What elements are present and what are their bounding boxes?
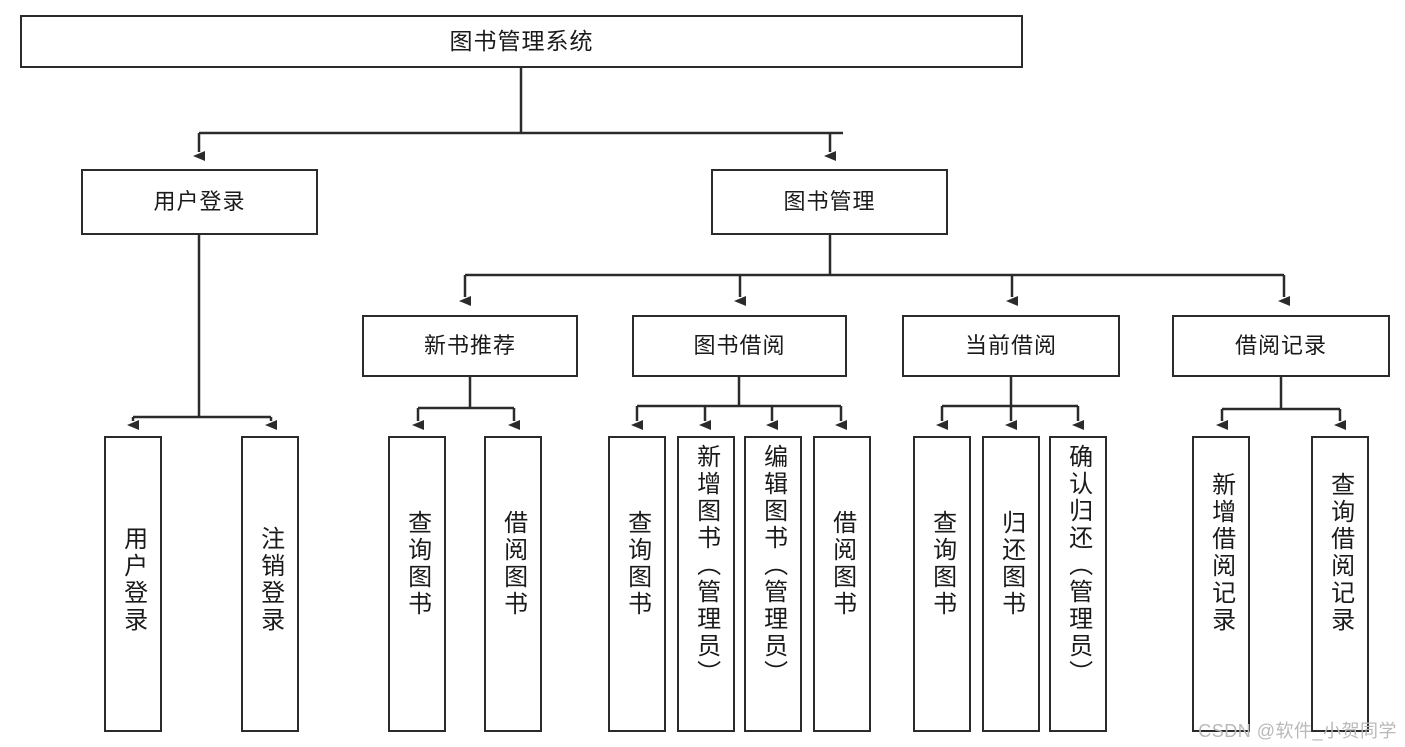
node-root[interactable]: 图书管理系统	[20, 15, 1023, 68]
node-leaf-borrow-book-2[interactable]: 借阅图书	[813, 436, 871, 732]
node-new-book-rec[interactable]: 新书推荐	[362, 315, 578, 377]
node-book-borrow[interactable]: 图书借阅	[632, 315, 847, 377]
node-leaf-logout-label: 注销登录	[256, 526, 284, 634]
node-leaf-add-book[interactable]: 新增图书（管理员）	[677, 436, 735, 732]
node-leaf-query-book-3[interactable]: 查询图书	[913, 436, 971, 732]
node-leaf-query-record[interactable]: 查询借阅记录	[1311, 436, 1369, 732]
node-leaf-edit-book-label: 编辑图书（管理员）	[759, 444, 787, 687]
node-leaf-return-book-label: 归还图书	[997, 510, 1025, 618]
node-leaf-logout[interactable]: 注销登录	[241, 436, 299, 732]
node-leaf-query-book-2[interactable]: 查询图书	[608, 436, 666, 732]
node-leaf-borrow-book-2-label: 借阅图书	[828, 510, 856, 618]
node-leaf-borrow-book-1[interactable]: 借阅图书	[484, 436, 542, 732]
node-user-login[interactable]: 用户登录	[81, 169, 318, 235]
node-leaf-query-book-1[interactable]: 查询图书	[388, 436, 446, 732]
node-current-borrow-label: 当前借阅	[964, 333, 1057, 359]
node-new-book-rec-label: 新书推荐	[423, 333, 516, 359]
node-leaf-return-book[interactable]: 归还图书	[982, 436, 1040, 732]
node-leaf-confirm-return-label: 确认归还（管理员）	[1064, 444, 1092, 687]
node-leaf-query-record-label: 查询借阅记录	[1326, 472, 1354, 634]
node-root-label: 图书管理系统	[449, 27, 594, 54]
node-leaf-user-login-label: 用户登录	[119, 526, 147, 634]
node-borrow-record-label: 借阅记录	[1234, 333, 1327, 359]
node-book-manage-label: 图书管理	[783, 189, 876, 215]
node-leaf-query-book-3-label: 查询图书	[928, 510, 956, 618]
node-book-manage[interactable]: 图书管理	[711, 169, 948, 235]
node-leaf-confirm-return[interactable]: 确认归还（管理员）	[1049, 436, 1107, 732]
node-leaf-query-book-2-label: 查询图书	[623, 510, 651, 618]
node-leaf-add-book-label: 新增图书（管理员）	[692, 444, 720, 687]
node-leaf-user-login[interactable]: 用户登录	[104, 436, 162, 732]
node-leaf-edit-book[interactable]: 编辑图书（管理员）	[744, 436, 802, 732]
watermark-text: CSDN @软件_小贺同学	[1198, 721, 1397, 741]
node-current-borrow[interactable]: 当前借阅	[902, 315, 1120, 377]
node-book-borrow-label: 图书借阅	[693, 333, 786, 359]
node-user-login-label: 用户登录	[153, 189, 246, 215]
node-leaf-borrow-book-1-label: 借阅图书	[499, 510, 527, 618]
node-leaf-add-record-label: 新增借阅记录	[1207, 472, 1235, 634]
node-borrow-record[interactable]: 借阅记录	[1172, 315, 1390, 377]
node-leaf-add-record[interactable]: 新增借阅记录	[1192, 436, 1250, 732]
node-leaf-query-book-1-label: 查询图书	[403, 510, 431, 618]
